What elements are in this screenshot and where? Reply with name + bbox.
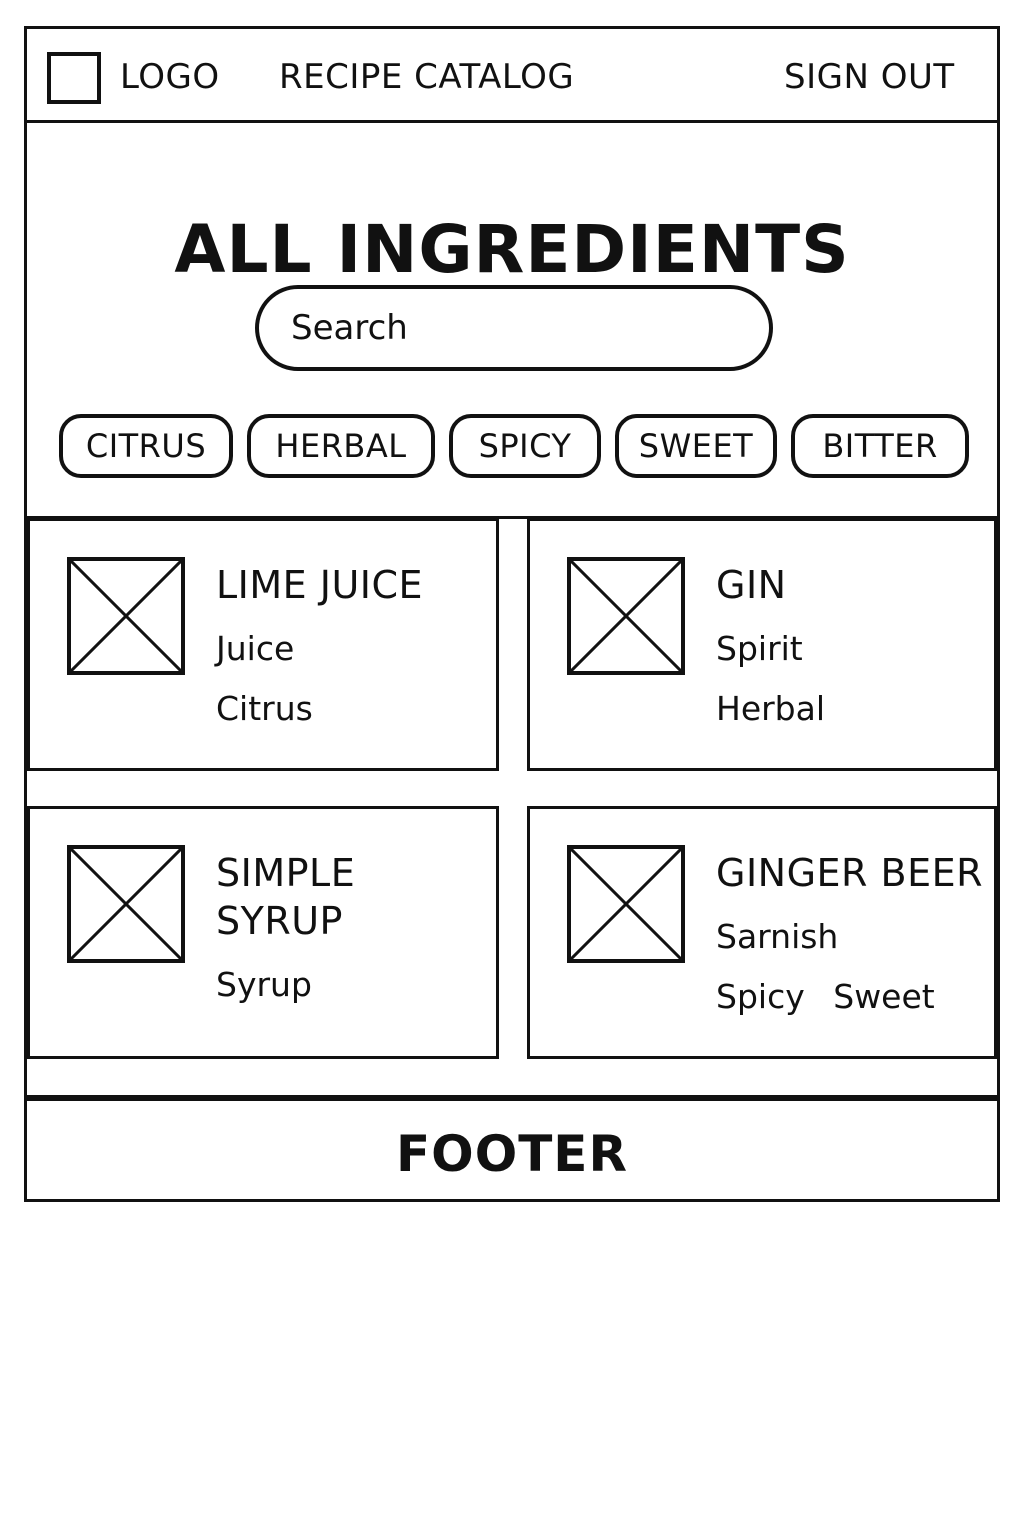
ingredient-name: GINGER BEER (716, 851, 984, 895)
ingredient-type-label: Syrup (216, 965, 312, 1004)
image-placeholder-icon (67, 845, 185, 963)
ingredient-flavor-label: Citrus (216, 689, 313, 728)
ingredient-type-label: Juice (216, 629, 295, 668)
image-placeholder-icon (567, 845, 685, 963)
sign-out-link[interactable]: SIGN OUT (784, 57, 955, 97)
ingredient-type: Juice (216, 619, 486, 679)
image-placeholder-icon (67, 557, 185, 675)
ingredient-name-line: SIMPLE (216, 851, 356, 895)
image-placeholder-icon (567, 557, 685, 675)
app-frame: LOGO RECIPE CATALOG SIGN OUT ALL INGREDI… (24, 26, 1000, 1202)
filter-divider (27, 516, 997, 519)
ingredient-flavor-label: Spicy (716, 977, 805, 1016)
ingredient-type: Sarnish (716, 907, 986, 967)
recipe-catalog-link[interactable]: RECIPE CATALOG (279, 57, 575, 97)
ingredient-card-lime-juice[interactable]: LIME JUICE Juice Citrus (27, 518, 499, 771)
ingredient-flavor: Spicy Sweet (716, 967, 986, 1027)
ingredient-type-label: Spirit (716, 629, 803, 668)
ingredient-name: LIME JUICE (216, 563, 424, 607)
ingredient-name: SIMPLE SYRUP (216, 849, 486, 945)
ingredient-card-ginger-beer[interactable]: GINGER BEER Sarnish Spicy Sweet (527, 806, 997, 1059)
ingredient-name-line: SYRUP (216, 899, 343, 943)
page-title: ALL INGREDIENTS (174, 211, 850, 289)
ingredient-type-label: Sarnish (716, 917, 839, 956)
ingredient-flavor-label: Herbal (716, 689, 826, 728)
logo-placeholder-icon[interactable] (47, 52, 101, 104)
ingredient-card-simple-syrup[interactable]: SIMPLE SYRUP Syrup (27, 806, 499, 1059)
ingredient-flavor: Citrus (216, 679, 486, 739)
ingredient-type: Spirit (716, 619, 986, 679)
ingredient-card-gin[interactable]: GIN Spirit Herbal (527, 518, 997, 771)
filter-chip-herbal[interactable]: HERBAL (247, 414, 435, 478)
ingredient-name: GIN (716, 563, 787, 607)
content-divider (27, 1095, 997, 1098)
filter-chip-bitter[interactable]: BITTER (791, 414, 969, 478)
filter-chip-spicy[interactable]: SPICY (449, 414, 601, 478)
logo-text[interactable]: LOGO (120, 57, 220, 97)
footer: FOOTER (27, 1098, 997, 1199)
ingredient-flavor-label: Sweet (833, 977, 935, 1016)
ingredient-type: Syrup (216, 955, 486, 1015)
filter-chip-citrus[interactable]: CITRUS (59, 414, 233, 478)
top-navigation: LOGO RECIPE CATALOG SIGN OUT (27, 29, 997, 123)
search-input[interactable] (255, 285, 773, 371)
ingredient-flavor: Herbal (716, 679, 986, 739)
filter-chip-sweet[interactable]: SWEET (615, 414, 777, 478)
